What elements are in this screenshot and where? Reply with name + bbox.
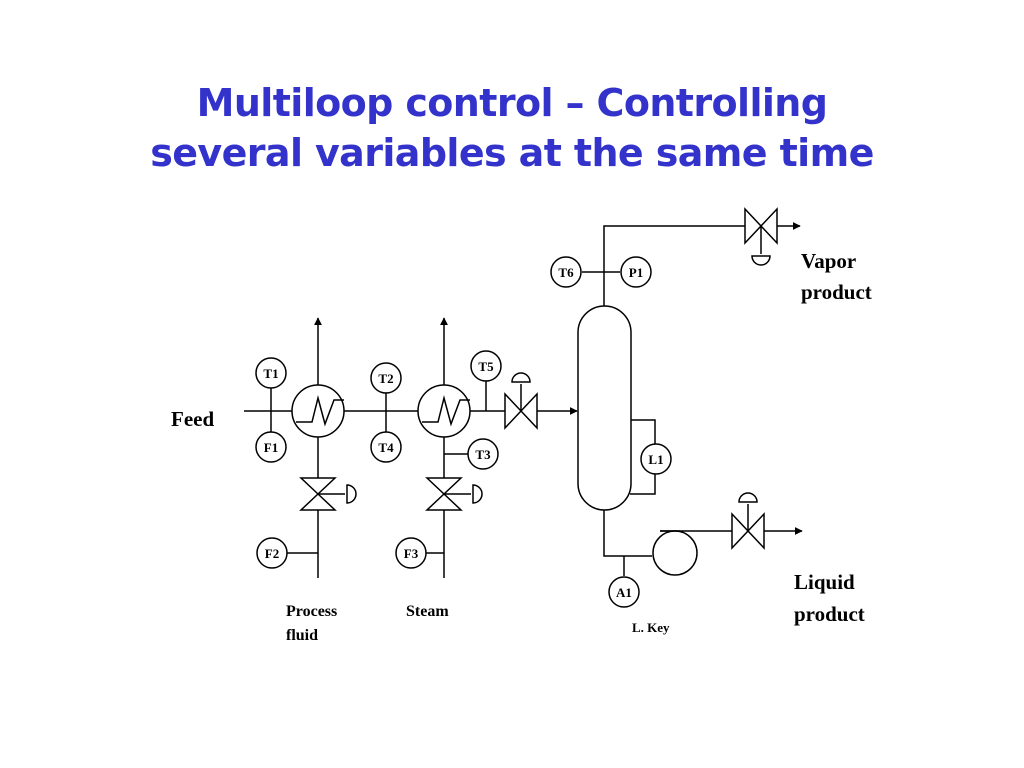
title-line-1: Multiloop control – Controlling bbox=[196, 81, 828, 125]
instrument-f2-label: F2 bbox=[265, 546, 279, 561]
slide-title: Multiloop control – Controlling several … bbox=[0, 78, 1024, 178]
instrument-a1: A1 bbox=[608, 576, 640, 608]
light-key-label: L. Key bbox=[632, 620, 670, 635]
vapor-label-line-1: Vapor bbox=[801, 249, 856, 273]
feed-valve bbox=[504, 372, 538, 430]
liquid-line-1 bbox=[603, 510, 652, 557]
instrument-t5-label: T5 bbox=[478, 359, 494, 374]
liquid-label-line-2: product bbox=[794, 602, 865, 626]
heat-exchanger-1 bbox=[291, 384, 345, 438]
instrument-l1-label: L1 bbox=[648, 452, 663, 467]
instrument-t5: T5 bbox=[470, 350, 502, 382]
process-fluid-label-line-2: fluid bbox=[286, 627, 318, 644]
vapor-valve bbox=[744, 207, 778, 266]
level-tap-bottom bbox=[630, 474, 656, 495]
title-line-2: several variables at the same time bbox=[150, 131, 874, 175]
instrument-t1-label: T1 bbox=[263, 366, 278, 381]
instrument-p1: P1 bbox=[620, 256, 652, 288]
centrifugal-pump bbox=[652, 530, 698, 576]
level-tap-top bbox=[630, 419, 656, 445]
instrument-t1: T1 bbox=[255, 357, 287, 389]
instrument-t4-label: T4 bbox=[378, 440, 394, 455]
heat-exchanger-2 bbox=[417, 384, 471, 438]
vapor-line bbox=[603, 222, 801, 306]
process-fluid-label-line-1: Process bbox=[286, 603, 337, 620]
instrument-a1-label: A1 bbox=[616, 585, 632, 600]
instrument-f1: F1 bbox=[255, 431, 287, 463]
vapor-label-line-2: product bbox=[801, 280, 872, 304]
instrument-t6-label: T6 bbox=[558, 265, 574, 280]
instrument-l1: L1 bbox=[640, 443, 672, 475]
instrument-t6: T6 bbox=[550, 256, 582, 288]
process-fluid-valve bbox=[299, 477, 357, 511]
instrument-t3-label: T3 bbox=[475, 447, 491, 462]
feed-label: Feed bbox=[171, 407, 214, 431]
distillation-column bbox=[577, 305, 632, 511]
liquid-label-line-1: Liquid bbox=[794, 570, 855, 594]
liquid-valve bbox=[731, 492, 765, 550]
instrument-f1-label: F1 bbox=[264, 440, 278, 455]
instrument-f3-label: F3 bbox=[404, 546, 419, 561]
instrument-t2: T2 bbox=[370, 362, 402, 394]
instrument-p1-label: P1 bbox=[629, 265, 643, 280]
instrument-f2: F2 bbox=[256, 537, 288, 569]
instrument-t4: T4 bbox=[370, 431, 402, 463]
instrument-f3: F3 bbox=[395, 537, 427, 569]
steam-label: Steam bbox=[406, 603, 449, 620]
instrument-t3: T3 bbox=[467, 438, 499, 470]
steam-valve bbox=[425, 477, 483, 511]
instrument-t2-label: T2 bbox=[378, 371, 393, 386]
